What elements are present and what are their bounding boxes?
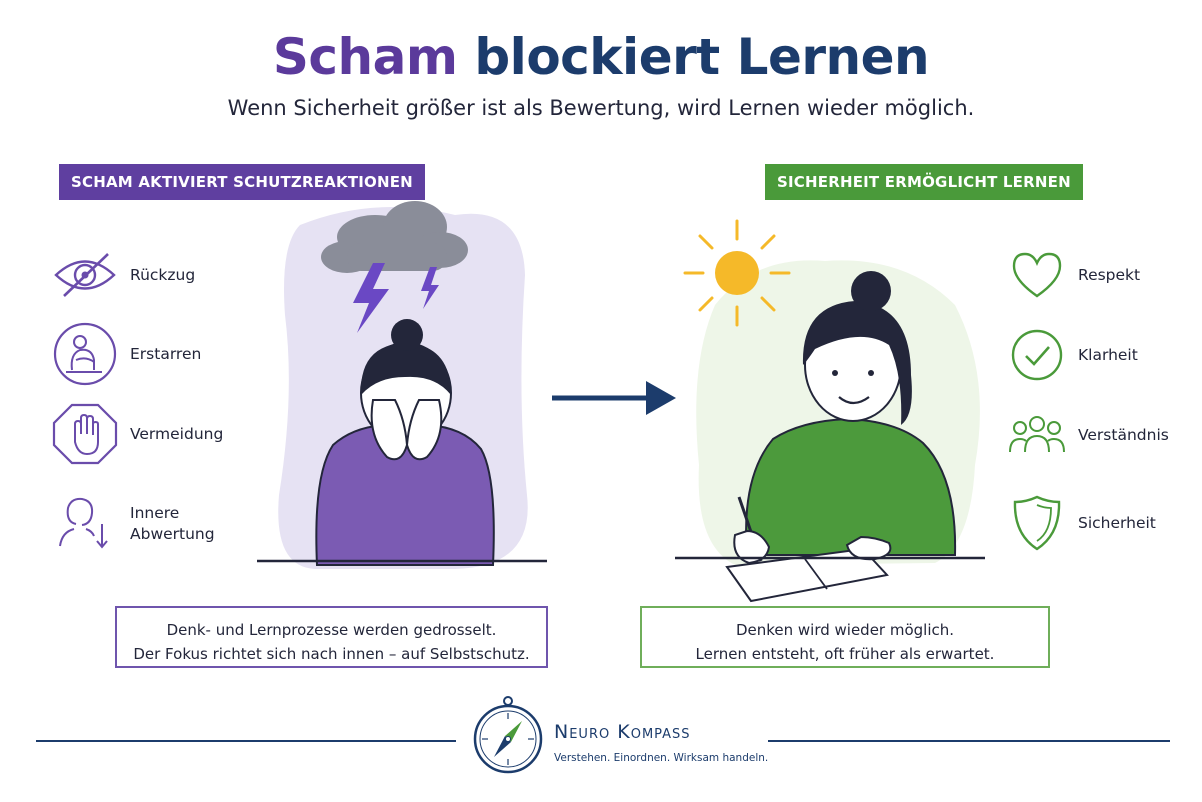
right-item-klarheit: Klarheit: [1010, 328, 1138, 382]
left-item-rueckzug: Rückzug: [52, 250, 195, 300]
label-rueckzug: Rückzug: [130, 265, 196, 284]
sun-icon: [683, 219, 791, 327]
label-verstaendnis: Verständnis: [1078, 425, 1169, 444]
shield-icon: [1013, 495, 1061, 551]
right-item-respekt: Respekt: [1010, 250, 1140, 300]
left-item-vermeidung: Vermeidung: [52, 402, 223, 466]
shame-illustration: [257, 201, 547, 569]
transition-arrow-icon: [552, 381, 676, 415]
label-sicherheit: Sicherheit: [1078, 513, 1156, 532]
shame-summary-line2: Der Fokus richtet sich nach innen – auf …: [133, 645, 530, 663]
lightning-bolt-icon: [353, 263, 389, 333]
label-klarheit: Klarheit: [1078, 345, 1138, 364]
compass-logo-icon: [473, 696, 543, 774]
page-subtitle: Wenn Sicherheit größer ist als Bewertung…: [227, 96, 975, 120]
right-item-verstaendnis: Verständnis: [1008, 412, 1169, 458]
page-title: Scham blockiert Lernen: [0, 28, 1202, 86]
title-rest: blockiert Lernen: [474, 28, 930, 86]
brand-name: Neuro Kompass: [554, 721, 691, 743]
storm-cloud-icon: [321, 201, 468, 273]
title-word-scham: Scham: [272, 28, 458, 86]
badge-safety: SICHERHEIT ERMÖGLICHT LERNEN: [765, 164, 1083, 200]
lightning-bolt-small-icon: [421, 267, 439, 309]
left-item-innere-abwertung: Innere Abwertung: [56, 496, 240, 552]
label-respekt: Respekt: [1078, 265, 1141, 284]
heart-icon: [1012, 252, 1062, 298]
safety-summary-line2: Lernen entsteht, oft früher als erwartet…: [695, 645, 995, 663]
stop-hand-icon: [52, 403, 118, 465]
crossed-eye-icon: [54, 253, 116, 297]
footer-divider-right: [768, 740, 1170, 742]
check-circle-icon: [1011, 329, 1063, 381]
curled-person-icon: [53, 322, 117, 386]
safety-summary-box: Denken wird wieder möglich. Lernen entst…: [640, 606, 1050, 668]
calm-person: [725, 271, 957, 603]
shame-summary-box: Denk- und Lernprozesse werden gedrosselt…: [115, 606, 548, 668]
safety-illustration: [675, 219, 985, 603]
brand-tagline: Verstehen. Einordnen. Wirksam handeln.: [554, 752, 769, 764]
footer-divider-left: [36, 740, 456, 742]
label-vermeidung: Vermeidung: [130, 424, 224, 443]
badge-shame: SCHAM AKTIVIERT SCHUTZREAKTIONEN: [59, 164, 425, 200]
label-erstarren: Erstarren: [130, 344, 202, 363]
label-innere-abwertung: Innere Abwertung: [130, 503, 240, 545]
label-abwertung: Abwertung: [130, 525, 215, 543]
safety-summary-line1: Denken wird wieder möglich.: [735, 621, 955, 639]
shame-summary-line1: Denk- und Lernprozesse werden gedrosselt…: [166, 621, 497, 639]
shame-person: [315, 319, 495, 566]
right-item-sicherheit: Sicherheit: [1012, 494, 1156, 552]
left-item-erstarren: Erstarren: [52, 322, 201, 386]
person-down-arrow-icon: [59, 497, 108, 549]
group-icon: [1009, 416, 1065, 453]
label-innere: Innere: [130, 504, 180, 522]
